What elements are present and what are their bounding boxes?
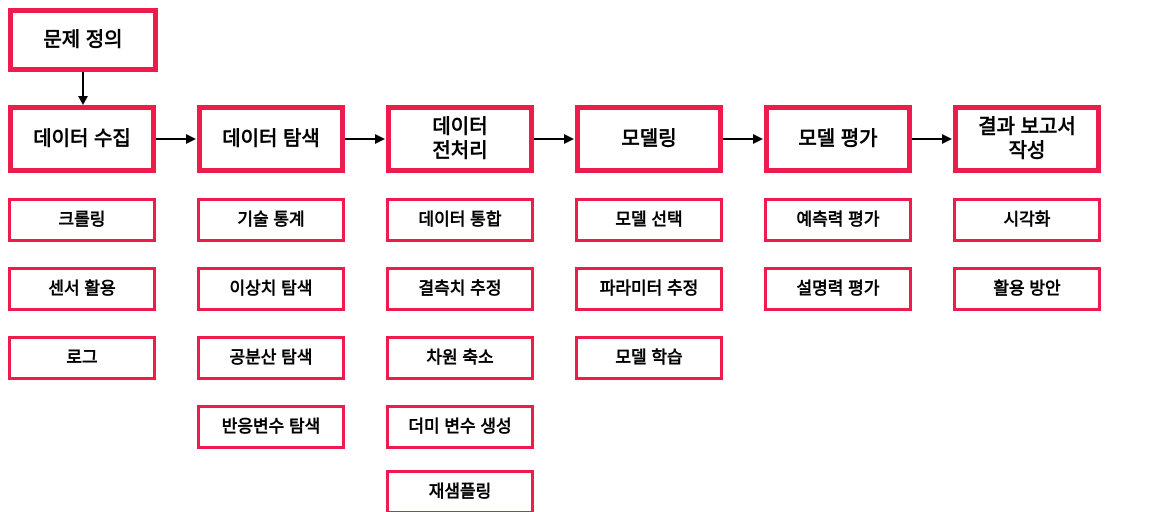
stage-item-box: 크롤링	[8, 198, 156, 242]
stage-item-box: 모델 선택	[575, 198, 723, 242]
stage-header-box: 모델 평가	[764, 105, 912, 173]
stage-item-box: 차원 축소	[386, 336, 534, 380]
stage-item-box: 공분산 탐색	[197, 336, 345, 380]
stage-item-box: 예측력 평가	[764, 198, 912, 242]
stage-header-box: 데이터 탐색	[197, 105, 345, 173]
stage-item-box: 반응변수 탐색	[197, 405, 345, 449]
stage-item-box: 센서 활용	[8, 267, 156, 311]
stage-item-box: 로그	[8, 336, 156, 380]
stage-item-box: 설명력 평가	[764, 267, 912, 311]
stage-header-box: 데이터 전처리	[386, 105, 534, 173]
stage-item-box: 결측치 추정	[386, 267, 534, 311]
stage-header-box: 모델링	[575, 105, 723, 173]
flow-arrow-down	[78, 72, 88, 105]
stage-item-box: 파라미터 추정	[575, 267, 723, 311]
stage-item-box: 데이터 통합	[386, 198, 534, 242]
stage-item-box: 활용 방안	[953, 267, 1101, 311]
stage-item-box: 더미 변수 생성	[386, 405, 534, 449]
flow-arrow-right	[345, 134, 385, 144]
flow-arrow-right	[534, 134, 574, 144]
stage-header-box: 결과 보고서 작성	[953, 105, 1101, 173]
stage-header-box: 데이터 수집	[8, 105, 156, 173]
stage-item-box: 기술 통계	[197, 198, 345, 242]
stage-item-box: 이상치 탐색	[197, 267, 345, 311]
flow-arrow-right	[912, 134, 952, 144]
flow-arrow-right	[156, 134, 196, 144]
stage-item-box: 모델 학습	[575, 336, 723, 380]
stage-item-box: 시각화	[953, 198, 1101, 242]
stage-item-box: 재샘플링	[386, 470, 534, 512]
flow-arrow-right	[723, 134, 763, 144]
start-box: 문제 정의	[8, 8, 158, 72]
